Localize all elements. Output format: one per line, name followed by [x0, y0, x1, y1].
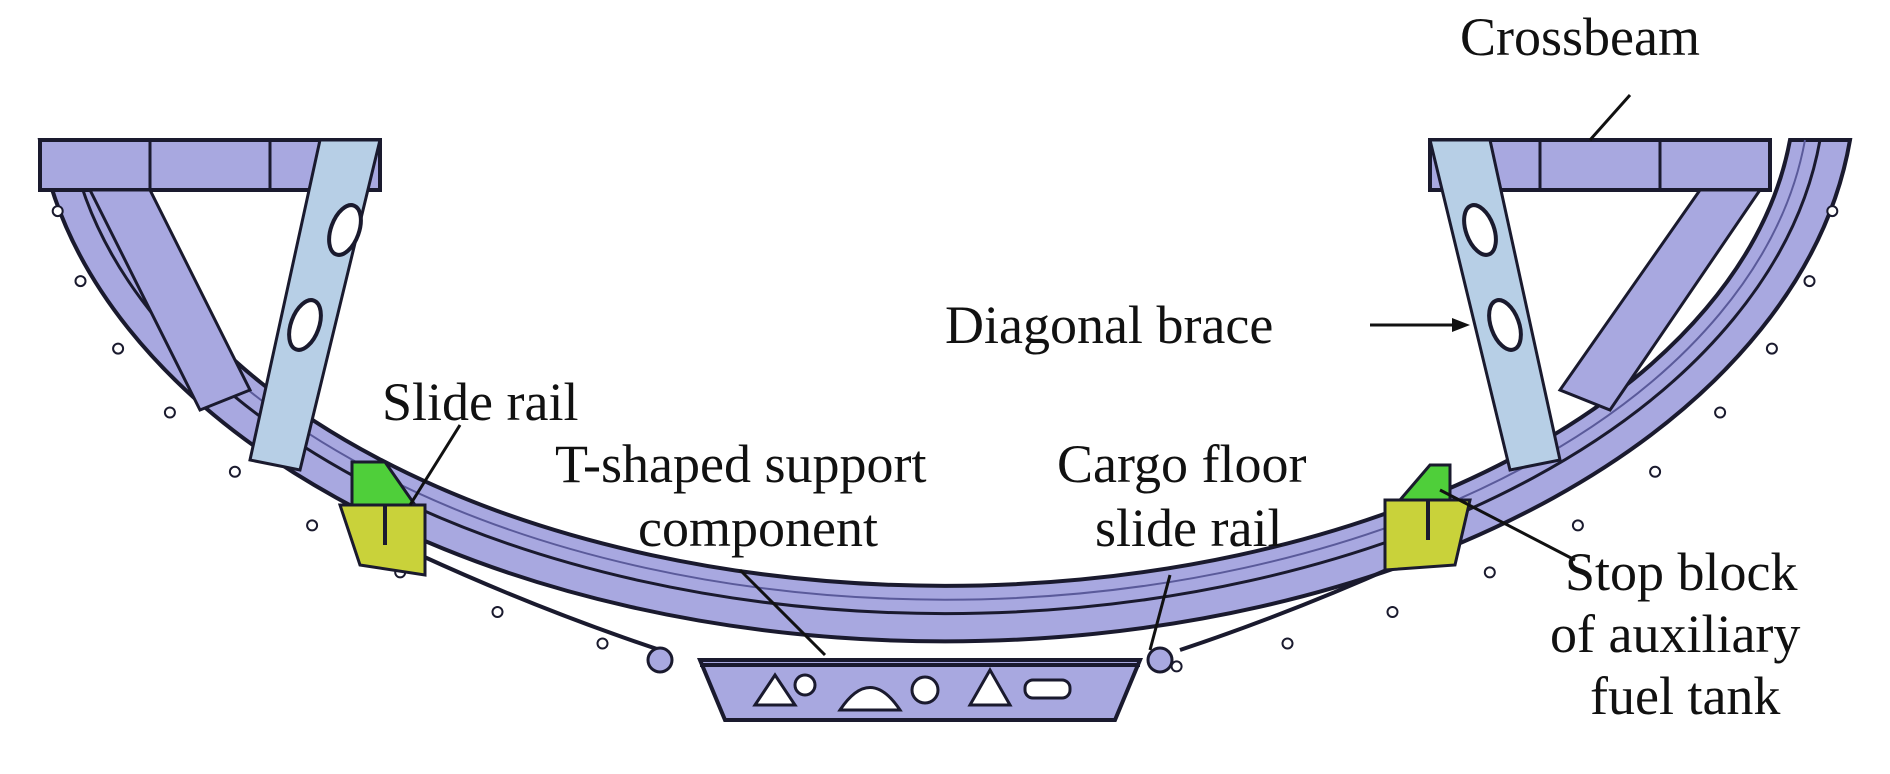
- rivet: [1714, 406, 1727, 419]
- rivet: [74, 275, 87, 288]
- t-shaped-support-component: [697, 658, 1143, 722]
- rivet: [1826, 205, 1839, 218]
- label-stop-block-line1: Stop block: [1565, 542, 1798, 602]
- rivet: [1649, 465, 1662, 478]
- left-stop-block: [337, 460, 427, 577]
- right-stop-block: [1383, 463, 1472, 572]
- rivet: [163, 406, 176, 419]
- rivet: [1386, 606, 1399, 618]
- right-truss: [1428, 138, 1772, 472]
- left-truss: [38, 138, 382, 472]
- rivet: [1571, 519, 1584, 532]
- rivet: [306, 519, 319, 532]
- rivet: [491, 606, 504, 618]
- label-crossbeam: Crossbeam: [1460, 7, 1700, 67]
- rivet: [1281, 637, 1294, 650]
- rivet: [1765, 342, 1778, 355]
- label-t-support-line1: T-shaped support: [555, 434, 926, 494]
- rivet: [51, 205, 64, 218]
- label-stop-block-line2: of auxiliary: [1550, 604, 1800, 664]
- leader-lines: [408, 94, 1632, 657]
- rivet: [596, 637, 609, 650]
- rivet: [1483, 566, 1496, 579]
- rivet: [1803, 275, 1816, 288]
- label-t-support-line2: component: [638, 498, 878, 558]
- label-cargo-rail-line2: slide rail: [1095, 498, 1282, 558]
- label-stop-block-line3: fuel tank: [1590, 666, 1780, 726]
- label-cargo-rail-line1: Cargo floor: [1057, 434, 1306, 494]
- rivet: [228, 465, 241, 478]
- label-slide-rail: Slide rail: [382, 372, 578, 432]
- label-diagonal-brace: Diagonal brace: [945, 295, 1273, 355]
- rivet: [112, 342, 125, 355]
